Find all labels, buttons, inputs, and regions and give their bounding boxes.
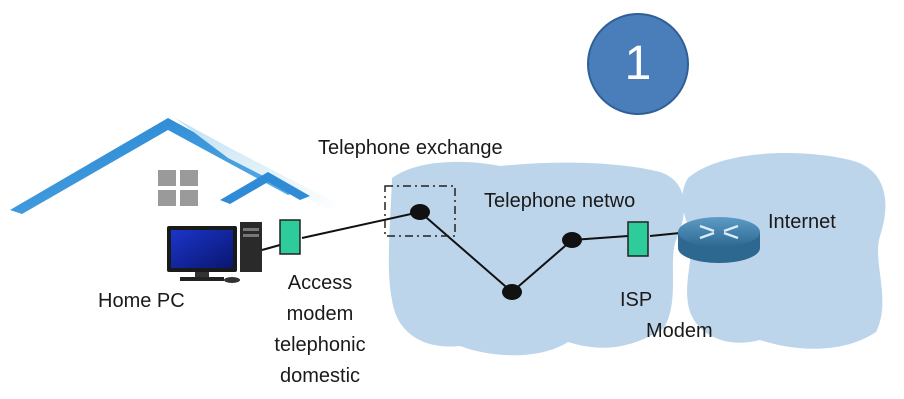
- step-badge-number: 1: [624, 37, 652, 90]
- telephone-network-cloud: [388, 161, 685, 356]
- access-modem-label-line: telephonic: [274, 334, 366, 356]
- access-modem-label-line: domestic: [279, 365, 361, 387]
- access-modem-label: Access modem telephonic domestic: [255, 271, 385, 388]
- window-icon: [158, 170, 198, 206]
- house-roof-inner: [175, 118, 340, 210]
- isp-modem-label: ISP Modem: [620, 288, 713, 343]
- access-modem-icon: [279, 219, 301, 255]
- telephone-exchange-box: [384, 185, 456, 237]
- switch-node-icon: [562, 232, 582, 248]
- house-icon: [10, 118, 300, 214]
- isp-modem-label-line: Modem: [646, 320, 713, 342]
- telephone-network-label: Telephone netwo: [484, 190, 636, 212]
- isp-modem-icon: [627, 221, 649, 257]
- house-roof-small: [220, 172, 310, 204]
- step-badge: [587, 13, 689, 115]
- router-icon: [678, 217, 760, 263]
- switch-node-icon: [410, 204, 430, 220]
- telephone-exchange-label: Telephone exchange: [318, 137, 503, 159]
- home-pc-label: Home PC: [98, 290, 185, 312]
- isp-modem-label-line: ISP: [620, 289, 653, 311]
- access-modem-label-line: modem: [286, 303, 354, 325]
- switch-node-icon: [502, 284, 522, 300]
- access-modem-label-line: Access: [287, 272, 353, 294]
- computer-icon: [167, 222, 262, 283]
- internet-label: Internet: [768, 211, 836, 233]
- internet-cloud: [682, 153, 886, 349]
